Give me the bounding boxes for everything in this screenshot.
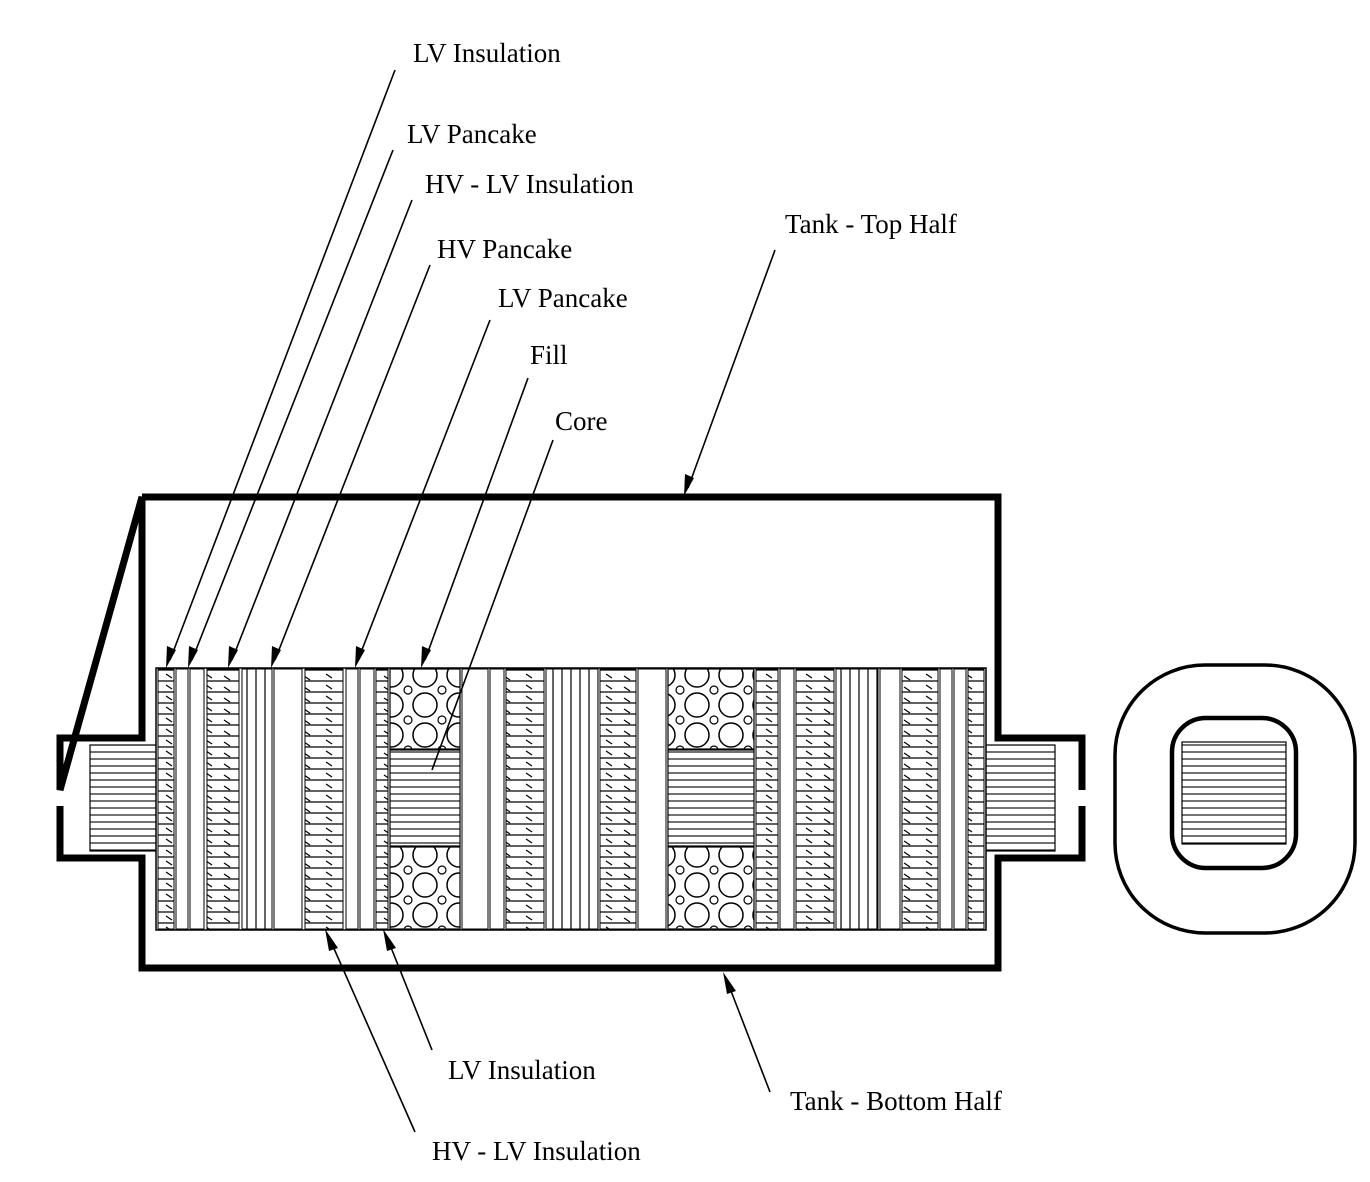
label-hv-lv-insulation-top: HV - LV Insulation [425, 169, 634, 199]
spacer-column-1 [461, 668, 489, 930]
label-lv-pancake-1: LV Pancake [407, 119, 537, 149]
hv-pancake-column-1 [206, 668, 240, 930]
lv-insulation-column-1 [175, 668, 189, 930]
fill-block-top-1 [389, 668, 461, 750]
lv-pancake-column-3 [375, 668, 389, 930]
leader-lines-top [169, 69, 776, 771]
lv-pancake-column-2 [304, 668, 344, 930]
lv-pancake-column-8 [967, 668, 985, 930]
hv-lv-insulation-column-3 [359, 668, 375, 930]
lv-insulation-column-2 [345, 668, 359, 930]
arrowheads-top [166, 474, 694, 668]
label-lv-insulation-top: LV Insulation [413, 38, 561, 68]
lv-insulation-column-3 [953, 668, 967, 930]
fill-block-bottom-2 [667, 846, 755, 930]
label-core: Core [555, 406, 608, 436]
label-lv-pancake-2: LV Pancake [498, 283, 628, 313]
spacer-column-3 [779, 668, 795, 930]
fill-block-bottom-1 [389, 846, 461, 930]
hv-lv-insulation-column-2 [273, 668, 303, 930]
hv-lv-insulation-column-5 [835, 668, 879, 930]
right-core-stack [984, 744, 1056, 852]
gap-column-1 [189, 668, 205, 930]
left-core-stack [89, 744, 161, 852]
end-view-core [1181, 741, 1287, 845]
spacer-column-2 [637, 668, 667, 930]
leader-lines-bottom [327, 934, 771, 1133]
lv-pancake-column-4 [489, 668, 505, 930]
hv-lv-insulation-column-4 [545, 668, 599, 930]
lv-pancake-column-1 [157, 668, 175, 930]
label-fill: Fill [530, 340, 568, 370]
hv-lv-insulation-column-1 [241, 668, 273, 930]
hv-pancake-column-2 [505, 668, 545, 930]
lv-pancake-column-5 [599, 668, 637, 930]
fill-block-top-2 [667, 668, 755, 750]
core-window-2 [667, 749, 755, 847]
label-hv-pancake: HV Pancake [437, 234, 572, 264]
hv-pancake-column-3 [795, 668, 835, 930]
label-tank-top: Tank - Top Half [785, 209, 957, 239]
label-tank-bottom: Tank - Bottom Half [790, 1086, 1002, 1116]
arrowheads-bottom [325, 929, 736, 994]
label-hv-lv-insulation-bottom: HV - LV Insulation [432, 1136, 641, 1166]
lv-pancake-column-6 [755, 668, 779, 930]
lv-pancake-column-7 [901, 668, 939, 930]
spacer-column-4 [879, 668, 901, 930]
core-window-1 [389, 749, 461, 847]
label-lv-insulation-bottom: LV Insulation [448, 1055, 596, 1085]
spacer-column-5 [939, 668, 953, 930]
